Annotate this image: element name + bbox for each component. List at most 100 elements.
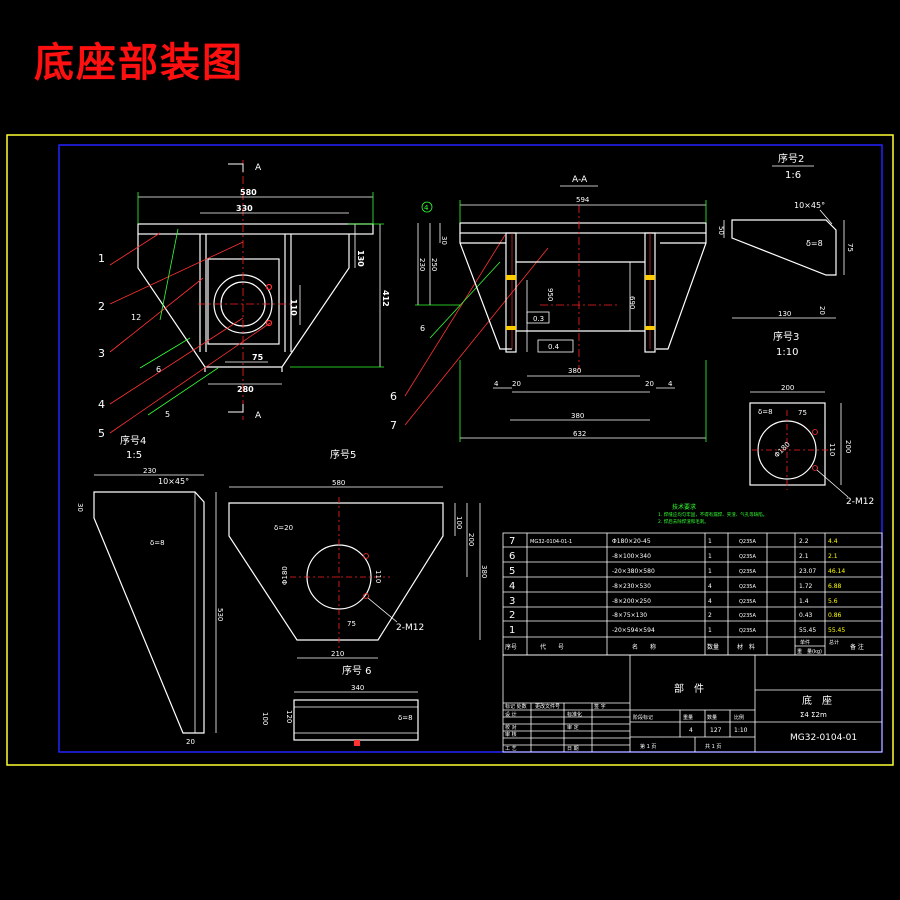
bom-row-4-unit: 1.72 bbox=[799, 583, 813, 590]
part2-dim-right: 75 bbox=[846, 243, 854, 252]
bom-row-6-qty: 2 bbox=[708, 612, 712, 619]
part5-outline bbox=[228, 502, 444, 641]
part5-label: δ=20 bbox=[274, 524, 293, 532]
bom-header-material: 材 料 bbox=[737, 643, 755, 651]
bom-row-1-unit: 2.2 bbox=[799, 538, 809, 545]
notes-line-2: 2. 焊后去除焊渣和毛刺。 bbox=[658, 518, 709, 525]
bom-header-weight-label: 重 量(kg) bbox=[797, 648, 822, 655]
detail-balloon bbox=[421, 201, 433, 213]
bom-row-2-unit: 2.1 bbox=[799, 553, 809, 560]
tb-sign: 签 字 bbox=[594, 703, 606, 710]
dim-sec-center-h1: 950 bbox=[546, 288, 554, 301]
detail-balloon-tag: 4 bbox=[424, 204, 429, 212]
part2-dim-bottom-right: 20 bbox=[818, 306, 826, 315]
bom-row-3-material: Q235A bbox=[739, 569, 756, 575]
section-mark-top: A bbox=[255, 163, 262, 173]
weld-mark-section-6: 6 bbox=[420, 324, 425, 333]
part3-thread-note: 2-M12 bbox=[846, 497, 874, 507]
tb-quantity: 4 bbox=[689, 727, 693, 734]
part3-dim-width: 200 bbox=[781, 384, 794, 392]
part5-thread-1 bbox=[363, 553, 369, 559]
part6-title: 序号 6 bbox=[342, 664, 372, 677]
bom-row-5-total: 5.6 bbox=[828, 598, 838, 605]
part3-thread-leader bbox=[816, 469, 849, 498]
balloon-7: 7 bbox=[390, 419, 397, 432]
dim-sec-left-small: 30 bbox=[440, 236, 448, 245]
main-view-centerlines bbox=[198, 160, 290, 420]
part3-thread-1 bbox=[812, 429, 818, 435]
section-view bbox=[459, 222, 707, 353]
bom-row-7-material: Q235A bbox=[739, 628, 756, 634]
bom-row-7-total: 55.45 bbox=[828, 627, 845, 634]
part4-dim-height: 530 bbox=[216, 608, 224, 621]
bom-row-5-name: -8×200×250 bbox=[612, 598, 651, 605]
dim-main-bottom-inner: 75 bbox=[252, 353, 264, 362]
tb-part-name-sub: Σ4 Σ2m bbox=[800, 711, 827, 719]
tb-weight-label: 重量 bbox=[683, 714, 693, 721]
notes-line-1: 1. 焊缝应均匀牢固，不得有漏焊、夹渣、气孔等缺陷。 bbox=[658, 511, 767, 518]
tb-stage: 阶段标记 bbox=[633, 714, 653, 721]
part3-centerlines bbox=[752, 410, 830, 490]
bom-row-6-name: -8×75×130 bbox=[612, 612, 647, 619]
tb-standard: 标准化 bbox=[567, 711, 582, 718]
tb-design: 设 计 bbox=[505, 711, 517, 718]
dim-sec-side-c: 20 bbox=[645, 380, 654, 388]
part6-dim-width: 340 bbox=[351, 684, 364, 692]
bom-row-3-qty: 1 bbox=[708, 568, 712, 575]
bom-header-qty: 数量 bbox=[707, 643, 719, 651]
tb-process: 工 艺 bbox=[505, 746, 517, 752]
balloon-2: 2 bbox=[98, 300, 105, 313]
section-centerlines bbox=[540, 205, 620, 370]
section-welds bbox=[506, 275, 655, 330]
balloon-6: 6 bbox=[390, 390, 397, 403]
dim-sec-center-h2: 690 bbox=[628, 296, 636, 309]
tolerance-value-2: 0.4 bbox=[548, 343, 560, 351]
tb-scale: 1:10 bbox=[734, 727, 748, 734]
bom-grid bbox=[502, 532, 883, 656]
bom-row-5-no: 3 bbox=[509, 596, 515, 607]
weld-symbols bbox=[139, 228, 501, 416]
dim-main-overall-width: 580 bbox=[240, 188, 257, 197]
bom-row-1-code: MG32-0104-01-1 bbox=[530, 539, 572, 545]
weld-mark-main-5: 5 bbox=[165, 410, 170, 419]
bom-row-2-material: Q235A bbox=[739, 554, 756, 560]
main-view-dimension-lines bbox=[137, 192, 384, 385]
tb-quantity-label: 数量 bbox=[707, 714, 717, 721]
main-view bbox=[137, 223, 374, 372]
outer-frame bbox=[6, 134, 894, 766]
part6-dim-height: 100 bbox=[261, 712, 269, 725]
bom-row-7-qty: 1 bbox=[708, 627, 712, 634]
part4-dim-bottom: 20 bbox=[186, 738, 195, 746]
part3-dim-right-a: 110 bbox=[828, 443, 836, 456]
bom-row-1-total: 4.4 bbox=[828, 538, 838, 545]
weld-mark-main-6: 6 bbox=[156, 365, 161, 374]
tb-category: 部 件 bbox=[674, 682, 704, 695]
tb-drawing-no: MG32-0104-01 bbox=[790, 733, 857, 743]
title-block-grid bbox=[502, 654, 883, 753]
part5-centerlines bbox=[290, 497, 390, 650]
tb-check: 校 对 bbox=[505, 724, 517, 731]
bom-row-5-material: Q235A bbox=[739, 599, 756, 605]
tb-sheet: 第 1 页 bbox=[640, 743, 656, 750]
part2-chamfer: 10×45° bbox=[794, 201, 825, 210]
part4-dim-left: 30 bbox=[76, 503, 84, 512]
tb-change-doc: 更改文件号 bbox=[535, 703, 560, 710]
bom-row-6-total: 0.86 bbox=[828, 612, 842, 619]
dim-sec-left-low: 230 bbox=[418, 258, 426, 271]
part4-title: 序号4 bbox=[120, 434, 146, 447]
part2-title: 序号2 bbox=[778, 152, 804, 165]
part3-outline bbox=[749, 402, 826, 486]
section-dimension-lines bbox=[415, 200, 707, 442]
bom-row-7-unit: 55.45 bbox=[799, 627, 816, 634]
bom-row-4-name: -8×230×530 bbox=[612, 583, 651, 590]
tb-part-name: 底 座 bbox=[802, 694, 832, 707]
bom-row-6-material: Q235A bbox=[739, 613, 756, 619]
bom-row-4-qty: 4 bbox=[708, 583, 712, 590]
tolerance-frame-1 bbox=[526, 311, 550, 324]
bom-row-7-name: -20×594×594 bbox=[612, 627, 655, 634]
part3-label: δ=8 bbox=[758, 408, 773, 416]
part6-mark bbox=[354, 740, 360, 746]
part5-dim-top: 580 bbox=[332, 479, 345, 487]
page-title: 底座部装图 bbox=[34, 39, 244, 86]
bom-row-2-name: -8×100×340 bbox=[612, 553, 651, 560]
